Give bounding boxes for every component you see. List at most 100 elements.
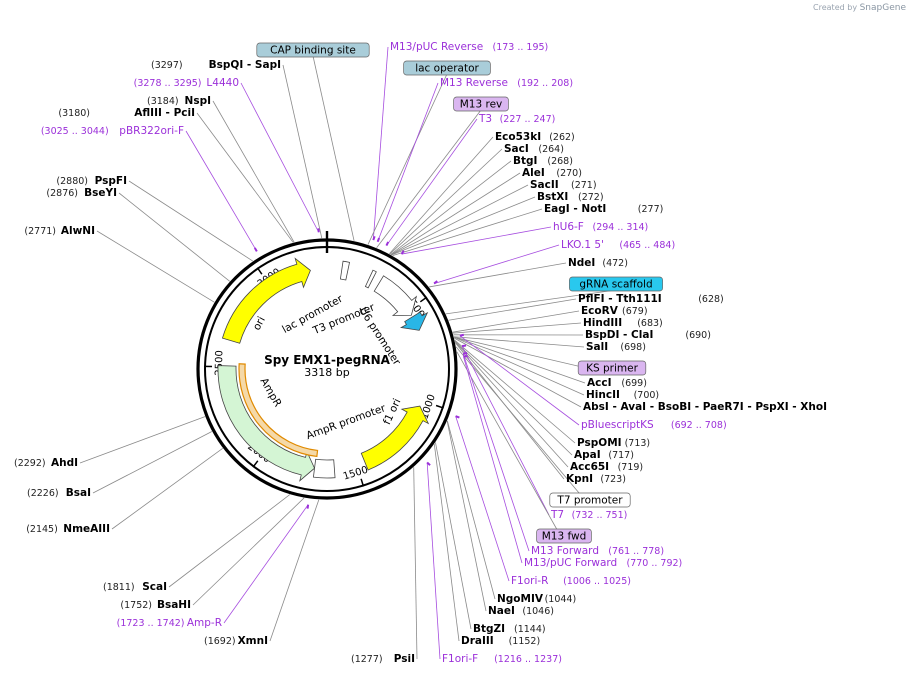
leader-line — [367, 73, 448, 245]
leader-line — [446, 421, 487, 612]
annotation-enzyme: NdeI (472) — [568, 257, 628, 269]
feature-t3-promoter — [364, 269, 377, 289]
feature-box — [403, 60, 491, 76]
annotation-name: BstXI — [537, 191, 568, 203]
annotation-name: pBR322ori-F — [119, 125, 184, 137]
annotation-primer: F1ori-F(1216 .. 1237) — [442, 653, 562, 665]
leader-line — [459, 335, 580, 426]
feature-box — [577, 360, 647, 376]
annotation-position: (770 .. 792) — [627, 558, 683, 569]
annotation-position: (1752) — [120, 600, 152, 611]
leader-line — [392, 208, 543, 256]
primer-site-mark — [376, 237, 381, 243]
annotation-name: BtgZI — [473, 623, 505, 635]
annotation-enzyme: BtgI (268) — [513, 155, 573, 167]
annotation-position: (270) — [556, 168, 582, 179]
annotation-name: M13/pUC Reverse — [390, 41, 483, 53]
leader-line — [462, 353, 530, 552]
leader-line — [391, 184, 529, 256]
annotation-position: (472) — [602, 258, 628, 269]
annotation-enzyme: SacI(264) — [504, 143, 564, 155]
annotation-name: NmeAIII — [63, 523, 110, 535]
annotation-name: BtgI — [513, 155, 537, 167]
annotation-position: (699) — [621, 378, 647, 389]
annotation-position: (1152) — [509, 636, 541, 647]
amp-r-primer-band — [238, 363, 319, 458]
leader-line — [429, 262, 567, 288]
annotation-name: DraIII — [461, 635, 494, 647]
annotation-primer: M13 Reverse(192 .. 208) — [440, 77, 573, 89]
annotation-enzyme: DraIII (1152) — [461, 635, 540, 647]
annotation-name: NdeI — [568, 257, 595, 269]
primer-site-mark — [253, 247, 258, 252]
annotation-name: BsaHI — [157, 599, 191, 611]
primer-site-mark — [455, 415, 460, 419]
leader-line — [454, 340, 576, 444]
leader-line — [386, 118, 478, 246]
annotation-position: (3184) — [147, 96, 179, 107]
tick-mark — [435, 404, 444, 409]
annotation-enzyme: NmeAIII (2145) — [26, 523, 110, 535]
annotation-position: (2880) — [56, 176, 88, 187]
annotation-position: (683) — [637, 318, 663, 329]
leader-line — [372, 46, 389, 241]
leader-line — [168, 494, 291, 588]
annotation-enzyme: SalI(698) — [586, 341, 646, 353]
plasmid-size: 3318 bp — [304, 366, 349, 379]
annotation-name: hU6-F — [553, 221, 584, 233]
annotation-name: pBluescriptKS — [581, 419, 654, 431]
annotation-enzyme: AleI(270) — [522, 167, 582, 179]
label-leader-lines — [79, 46, 617, 660]
center-title: Spy EMX1-pegRNA 3318 bp — [264, 353, 391, 379]
annotation-enzyme: PsiI(1277) — [351, 653, 415, 665]
annotation-name: ApaI — [574, 449, 601, 461]
tick-mark — [252, 460, 259, 468]
annotation-primer: LKO.1 5'(465 .. 484) — [561, 239, 675, 251]
annotation-enzyme: BsaI(2226) — [27, 487, 91, 499]
leader-line — [312, 55, 355, 241]
annotation-box: CAP binding site — [256, 42, 370, 58]
annotation-primer: pBR322ori-F(3025 .. 3044) — [41, 125, 184, 137]
feature-box — [453, 96, 509, 112]
feature-ampr — [217, 365, 316, 482]
feature-box-label: M13 rev — [460, 99, 503, 111]
feature-box-label: gRNA scaffold — [579, 279, 652, 291]
annotation-enzyme: XmnI(1692) — [204, 635, 268, 647]
annotation-enzyme: BspQI - SapI(3297) — [151, 59, 281, 71]
annotation-enzyme: Eco53kI(262) — [495, 131, 575, 143]
leader-line — [456, 351, 565, 543]
snapgene-watermark: Created by SnapGene — [813, 3, 906, 13]
annotation-name: F1ori-R — [511, 575, 548, 587]
annotation-box: KS primer — [577, 360, 647, 376]
annotation-position: (723) — [600, 474, 626, 485]
annotation-name: Amp-R — [187, 617, 222, 629]
primer-site-mark — [461, 344, 467, 348]
feature-grna — [399, 311, 429, 331]
annotation-position: (719) — [618, 462, 644, 473]
annotation-enzyme: EcoRV(679) — [581, 305, 648, 317]
annotation-name: HindIII — [583, 317, 622, 329]
annotation-position: (1811) — [103, 582, 135, 593]
annotation-enzyme: AbsI - AvaI - BsoBI - PaeR7I - PspXI - X… — [583, 401, 827, 413]
watermark-prefix: Created by — [813, 3, 858, 12]
annotation-position: (173 .. 195) — [493, 42, 549, 53]
leader-line — [426, 462, 441, 660]
annotation-position: (2145) — [26, 524, 58, 535]
annotation-enzyme: AflIII - PciI(3180) — [58, 107, 195, 119]
annotation-enzyme: BspDI - ClaI(690) — [585, 329, 711, 341]
annotation-name: LKO.1 5' — [561, 239, 604, 251]
annotation-position: (268) — [547, 156, 573, 167]
annotation-position: (3180) — [58, 108, 90, 119]
tick-mark — [360, 478, 365, 487]
annotation-position: (732 .. 751) — [572, 510, 628, 521]
feature-u6-promoter — [373, 275, 418, 316]
leader-line — [453, 336, 586, 384]
feature-ori — [221, 257, 311, 344]
primer-site-mark — [459, 333, 465, 337]
leader-line — [128, 180, 254, 262]
annotation-primer: M13 Forward(761 .. 778) — [531, 545, 664, 557]
annotation-position: (700) — [634, 390, 660, 401]
annotation-position: (1046) — [522, 606, 554, 617]
leader-line — [389, 136, 494, 255]
